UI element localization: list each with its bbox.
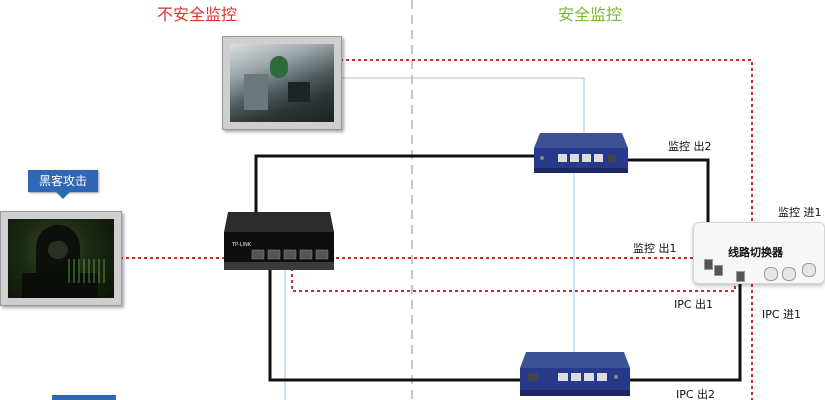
switcher-knob [782, 267, 796, 281]
label-monitor-out2: 监控 出2 [668, 140, 712, 153]
black-switch-icon: TP-LINK [224, 212, 334, 270]
line-switcher-label: 线路切换器 [728, 246, 783, 259]
partial-blue-tag [52, 395, 116, 400]
hooded-hacker-photo [0, 211, 122, 306]
switcher-port [736, 271, 745, 282]
black-cable-bottom-right [630, 280, 742, 382]
switcher-knob [764, 267, 778, 281]
label-ipc-in1: IPC 进1 [762, 308, 802, 321]
safe-monitoring-heading: 安全监控 [558, 5, 623, 24]
label-ipc-out1: IPC 出1 [674, 298, 714, 311]
cctv-monitor-photo [222, 36, 342, 130]
svg-text:TP-LINK: TP-LINK [231, 242, 252, 248]
line-switcher-device: 线路切换器 [693, 222, 825, 284]
label-monitor-in1: 监控 进1 [778, 206, 822, 219]
red-link-camera-to-switcher [340, 59, 753, 400]
hacker-attack-tag: 黑客攻击 [28, 170, 98, 199]
label-monitor-out1: 监控 出1 [633, 242, 677, 255]
blue-switch-icon [534, 133, 628, 173]
black-cable-bottom [268, 262, 520, 382]
label-ipc-out2: IPC 出2 [676, 388, 716, 400]
thin-blue-wire [340, 77, 585, 147]
switcher-knob [802, 263, 816, 277]
red-link-ipc-out1 [291, 262, 736, 292]
switcher-port [704, 259, 713, 270]
unsafe-monitoring-heading: 不安全监控 [157, 5, 238, 24]
switcher-port [714, 265, 723, 276]
blue-switch-icon [520, 352, 630, 396]
